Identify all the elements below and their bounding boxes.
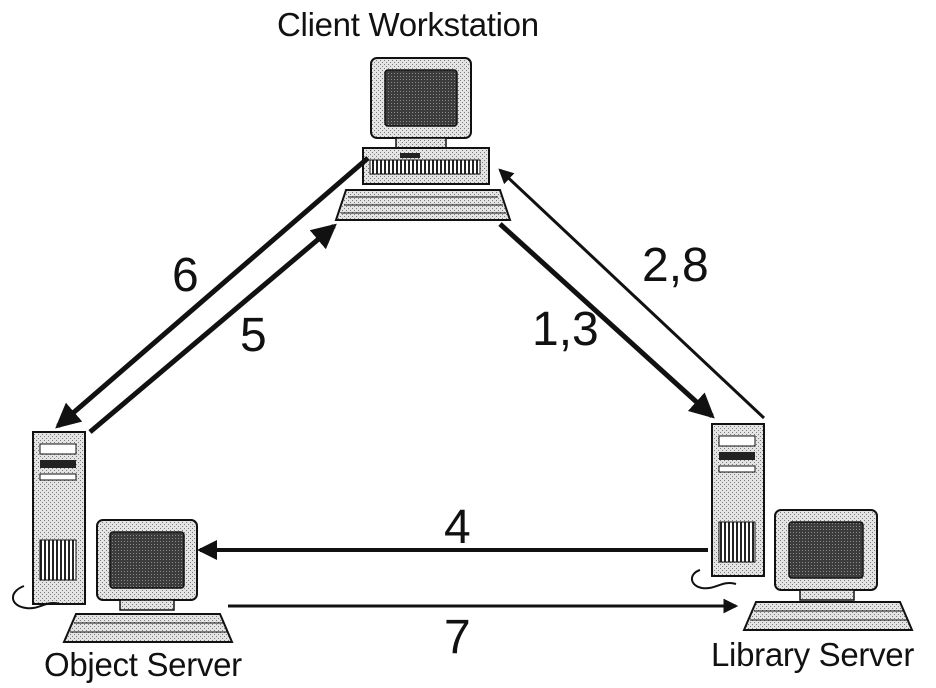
object-server-icon [12, 431, 234, 643]
library-server-label: Library Server [711, 636, 915, 673]
arrow-object-to-client [88, 223, 337, 434]
arrow-label-4: 4 [444, 501, 471, 554]
arrow-client-to-object [55, 156, 370, 429]
arrow-label-5: 5 [240, 309, 267, 362]
object-server-label: Object Server [44, 646, 242, 683]
arrow-label-2-8: 2,8 [642, 239, 709, 292]
arrow-label-1-3: 1,3 [532, 303, 599, 356]
arrow-label-6: 6 [172, 249, 199, 302]
client-workstation-icon [334, 57, 512, 221]
arrow-library-to-client [498, 168, 766, 420]
library-server-icon [691, 423, 914, 631]
client-workstation-label: Client Workstation [277, 6, 539, 43]
arrow-client-to-library [498, 222, 715, 419]
arrow-label-7: 7 [444, 611, 471, 664]
